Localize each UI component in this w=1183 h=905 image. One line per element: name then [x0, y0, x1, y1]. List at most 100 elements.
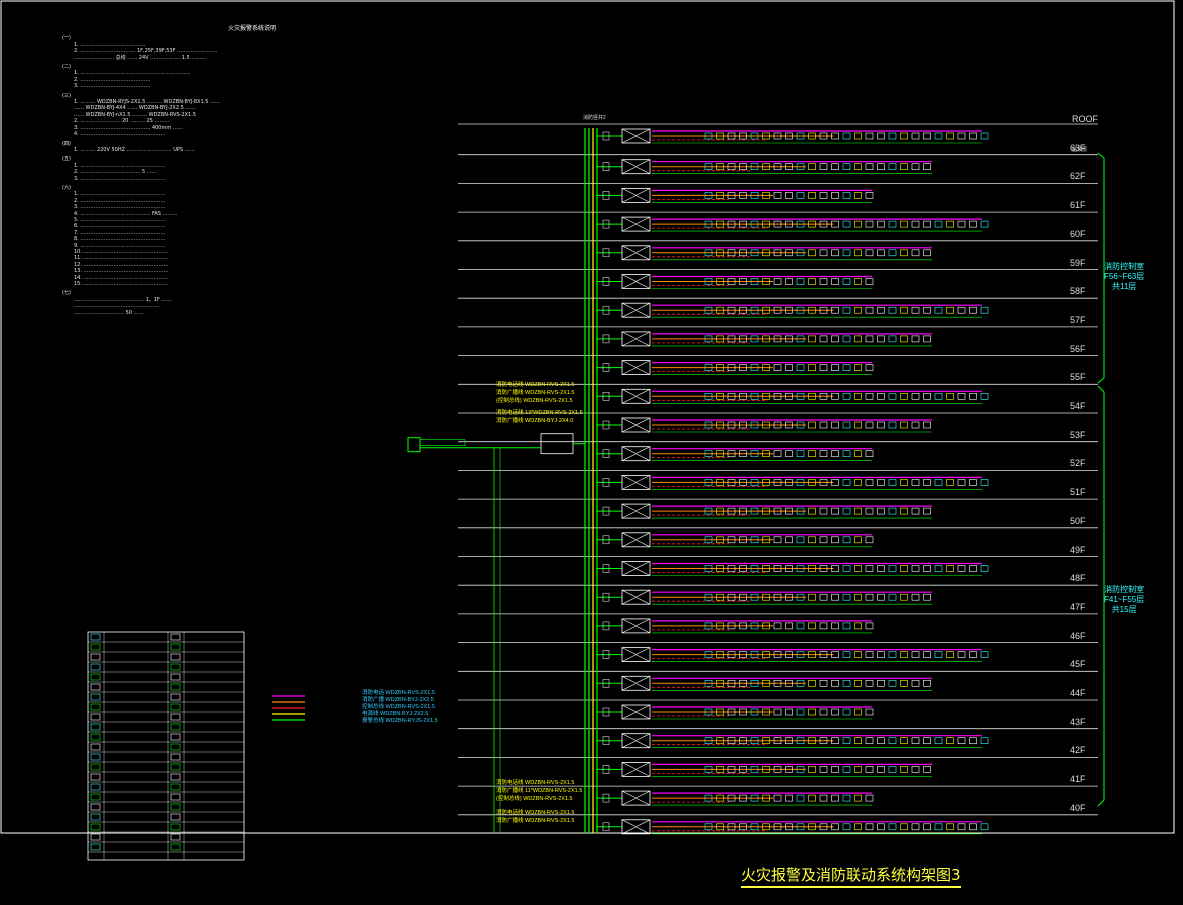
field-device: [900, 163, 908, 170]
field-device: [980, 823, 989, 831]
field-device: [888, 392, 897, 400]
field-device: [900, 766, 908, 773]
field-device: [854, 192, 862, 199]
field-device: [762, 306, 770, 314]
field-device: [704, 766, 713, 773]
notes-line: 2. ……………………………………: [74, 76, 151, 83]
module-box: [602, 277, 610, 286]
panel-cross: [621, 676, 651, 691]
field-device: [716, 132, 724, 140]
field-device: [946, 823, 954, 831]
floor-label: 44F: [1070, 688, 1086, 698]
field-device: [785, 593, 793, 601]
field-device: [842, 766, 851, 773]
field-device: [727, 651, 736, 658]
field-device: [739, 823, 747, 831]
field-device: [773, 249, 782, 257]
field-device: [796, 249, 805, 257]
field-device: [877, 132, 885, 140]
field-device: [716, 651, 724, 658]
field-device: [785, 536, 793, 544]
symbol-legend-table: [87, 631, 245, 861]
field-device: [739, 306, 747, 314]
field-device: [831, 708, 839, 716]
legend-symbol: [170, 843, 181, 851]
field-device: [911, 737, 920, 745]
floor-label: 57F: [1070, 314, 1086, 325]
legend-symbol: [90, 783, 101, 791]
field-device: [877, 823, 885, 831]
field-device: [704, 737, 713, 745]
field-device: [704, 565, 713, 572]
field-device: [865, 364, 874, 371]
floor-panel: [621, 216, 651, 232]
field-device: [923, 766, 931, 773]
notes-line: 3. ……………………………………………: [74, 175, 166, 182]
panel-cross: [621, 561, 651, 576]
field-device: [831, 132, 839, 140]
field-device: [773, 335, 782, 343]
field-device: [946, 392, 954, 400]
field-device: [716, 708, 724, 716]
field-device: [980, 651, 989, 658]
field-device: [831, 737, 839, 745]
panel-cross: [621, 733, 651, 748]
field-device: [716, 163, 724, 170]
field-device: [739, 392, 747, 400]
field-device: [854, 536, 862, 544]
field-device: [704, 335, 713, 343]
field-device: [911, 679, 920, 687]
field-device: [750, 364, 759, 371]
module-box: [602, 219, 610, 229]
field-device: [819, 794, 828, 802]
field-device: [819, 565, 828, 572]
field-device: [842, 679, 851, 687]
module-box: [602, 449, 610, 458]
panel-cross: [621, 128, 651, 144]
field-device: [865, 132, 874, 140]
field-device: [762, 192, 770, 199]
field-device: [796, 421, 805, 429]
floor-label: 58F: [1070, 286, 1086, 297]
field-device: [842, 737, 851, 745]
field-device: [750, 192, 759, 199]
field-device: [704, 479, 713, 486]
notes-heading: 火灾报警系统说明: [227, 25, 276, 32]
notes-section-heading: (七): [62, 290, 71, 297]
field-device: [762, 220, 770, 228]
notes-line: 1. …………………………………: [74, 41, 146, 48]
field-device: [739, 249, 747, 257]
field-device: [739, 593, 747, 601]
field-device: [727, 766, 736, 773]
cable-note: 消防广播线 11*WDZBN-RVS-2X1.5: [496, 788, 583, 794]
notes-line: 2. …………………… 20 ……… 25 ………: [74, 118, 170, 125]
field-device: [946, 132, 954, 140]
field-device: [969, 306, 977, 314]
field-device: [808, 679, 816, 687]
panel-cross: [621, 274, 651, 289]
field-device: [773, 220, 782, 228]
field-device: [854, 335, 862, 343]
floor-panel: [621, 446, 651, 462]
field-device: [900, 421, 908, 429]
field-device: [969, 651, 977, 658]
floor-label: 49F: [1070, 544, 1086, 555]
field-device: [865, 278, 874, 285]
panel-cross: [621, 360, 651, 375]
field-device: [716, 249, 724, 257]
field-device: [923, 593, 931, 601]
field-device: [923, 679, 931, 687]
floor-panel: [621, 532, 651, 548]
legend-symbol: [170, 813, 181, 821]
field-device: [716, 679, 724, 687]
field-device: [704, 392, 713, 400]
field-device: [877, 335, 885, 343]
field-device: [785, 565, 793, 572]
panel-cross: [621, 159, 651, 174]
field-device: [854, 249, 862, 257]
field-device: [762, 651, 770, 658]
floor-label: 63F: [1070, 142, 1086, 153]
field-device: [773, 823, 782, 831]
field-device: [831, 565, 839, 572]
field-device: [819, 450, 828, 458]
